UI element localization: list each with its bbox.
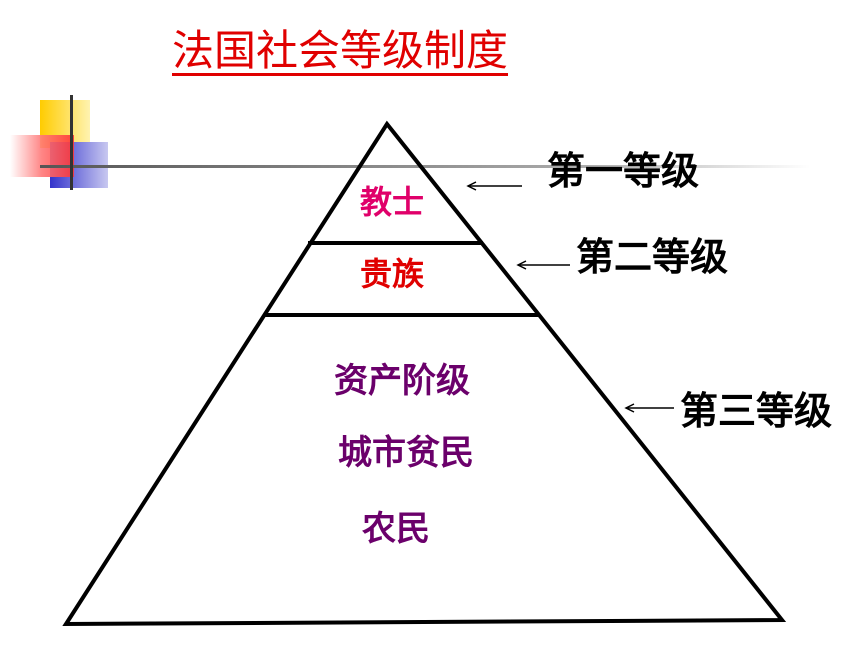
level-label-second: 第二等级 (576, 235, 729, 279)
tier-second-nobility: 贵族 (360, 255, 425, 293)
deco-horizontal-line (40, 165, 810, 168)
arrow-third-level (624, 403, 674, 413)
arrow-first-level (466, 181, 522, 191)
page-title: 法国社会等级制度 (172, 26, 509, 75)
pyramid-outline (62, 120, 787, 627)
level-label-third: 第三等级 (680, 389, 833, 433)
decorative-corner-graphic (10, 95, 810, 190)
deco-vertical-line (70, 95, 73, 190)
level-label-first: 第一等级 (547, 149, 700, 193)
tier-third-line-bourgeoisie: 资产阶级 (334, 361, 470, 401)
tier-third-line-peasants: 农民 (362, 509, 430, 549)
tier-third-line-urban-poor: 城市贫民 (338, 433, 474, 473)
deco-red-square (10, 135, 74, 177)
arrow-second-level (516, 260, 570, 270)
tier-first-clergy: 教士 (360, 183, 425, 221)
